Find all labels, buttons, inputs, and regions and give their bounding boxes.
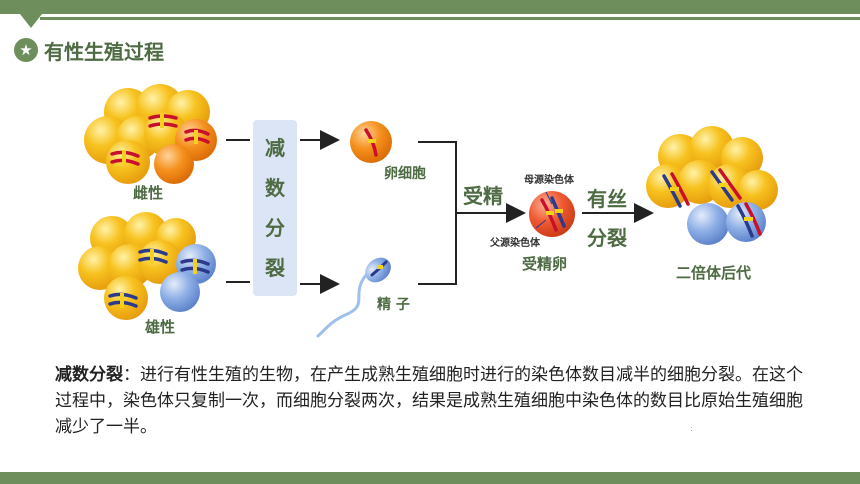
zygote-cell	[529, 191, 575, 237]
meiosis-char-3: 分	[265, 216, 285, 240]
star-icon: ★	[14, 38, 38, 62]
meiosis-char-4: 裂	[265, 256, 285, 280]
bottom-banner-bar	[0, 472, 860, 484]
meiosis-box	[253, 120, 297, 296]
meiosis-term: 减数分裂	[55, 365, 123, 385]
female-cell-cluster	[84, 84, 217, 184]
male-cell-cluster	[78, 212, 216, 320]
top-banner-bar	[0, 0, 860, 14]
egg-label: 卵细胞	[384, 165, 426, 182]
paternal-chromosome-label: 父源染色体	[489, 236, 541, 249]
page-title: 有性生殖过程	[44, 40, 164, 64]
zygote-label: 受精卵	[522, 255, 567, 273]
meiosis-char-1: 减	[265, 136, 285, 160]
meiosis-description: 减数分裂：进行有性生殖的生物，在产生成熟生殖细胞时进行的染色体数目减半的细胞分裂…	[55, 362, 815, 440]
footer-mark: :	[690, 424, 693, 433]
offspring-cell-cluster	[646, 126, 778, 245]
egg-cell	[350, 121, 392, 163]
offspring-label: 二倍体后代	[676, 264, 751, 282]
fertilization-label: 受精	[463, 184, 503, 208]
maternal-chromosome-label: 母源染色体	[524, 173, 575, 186]
meiosis-definition: ：进行有性生殖的生物，在产生成熟生殖细胞时进行的染色体数目减半的细胞分裂。在这个…	[55, 365, 803, 437]
chevron-down-icon	[20, 14, 42, 28]
top-rule-line	[40, 17, 860, 20]
mitosis-label-line2: 分裂	[587, 226, 627, 250]
meiosis-char-2: 数	[265, 176, 286, 200]
male-label: 雄性	[144, 318, 175, 336]
sperm-label: 精 子	[377, 296, 410, 313]
sperm-cell	[316, 257, 391, 338]
mitosis-label-line1: 有丝	[587, 187, 627, 211]
female-label: 雌性	[133, 184, 163, 202]
fertilization-bracket	[418, 141, 457, 285]
